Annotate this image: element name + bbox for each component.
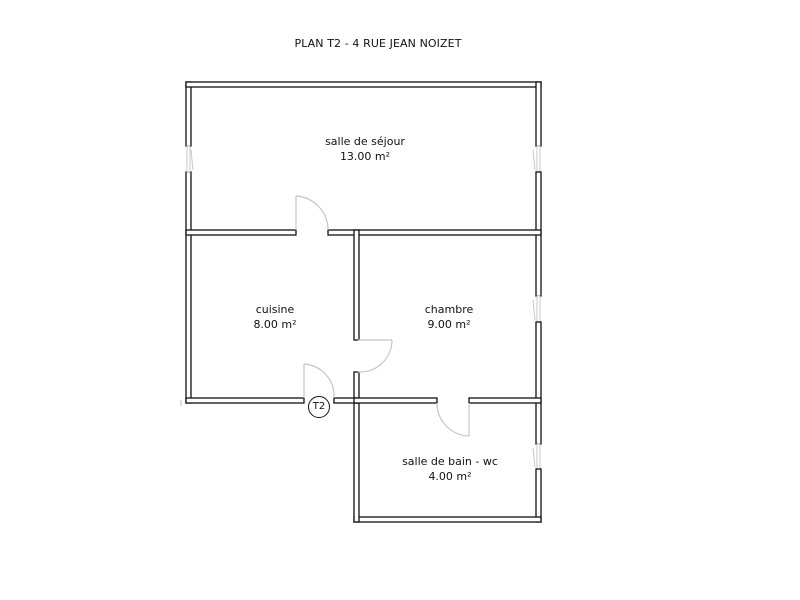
room-name: salle de séjour (325, 135, 405, 148)
wall-left-lower (185, 171, 192, 404)
wall-chambre-left-upper (353, 229, 360, 341)
room-label-sejour: salle de séjour 13.00 m² (300, 134, 430, 164)
window-right-sejour (536, 145, 541, 173)
wall-chambre-bain-right (468, 397, 542, 404)
window-right-chambre (536, 295, 541, 323)
room-area: 9.00 m² (427, 318, 471, 331)
plan-title: PLAN T2 - 4 RUE JEAN NOIZET (294, 37, 462, 50)
door-entry (303, 363, 335, 399)
room-label-bain: salle de bain - wc 4.00 m² (385, 454, 515, 484)
entry-marker: T2 (308, 396, 330, 418)
wall-sejour-cuisine (185, 229, 297, 236)
room-area: 8.00 m² (253, 318, 297, 331)
room-name: cuisine (255, 303, 295, 316)
wall-top (185, 81, 542, 88)
room-label-cuisine: cuisine 8.00 m² (225, 302, 325, 332)
room-name: chambre (424, 303, 474, 316)
wall-bain-left (353, 397, 360, 523)
door-chambre (357, 339, 393, 373)
door-sejour (295, 195, 329, 231)
wall-right-1 (535, 81, 542, 147)
room-label-chambre: chambre 9.00 m² (399, 302, 499, 332)
wall-right-4 (535, 468, 542, 523)
door-bain (436, 402, 470, 437)
room-name: salle de bain - wc (402, 455, 498, 468)
window-right-bain (536, 443, 541, 470)
window-left (186, 145, 191, 173)
wall-chambre-bain-left (353, 397, 438, 404)
wall-cuisine-bottom (185, 397, 305, 404)
wall-sejour-chambre (327, 229, 542, 236)
room-area: 13.00 m² (339, 150, 391, 163)
room-area: 4.00 m² (428, 470, 472, 483)
wall-bottom-bain (353, 516, 542, 523)
wall-left-upper (185, 81, 192, 147)
wall-right-3 (535, 321, 542, 445)
